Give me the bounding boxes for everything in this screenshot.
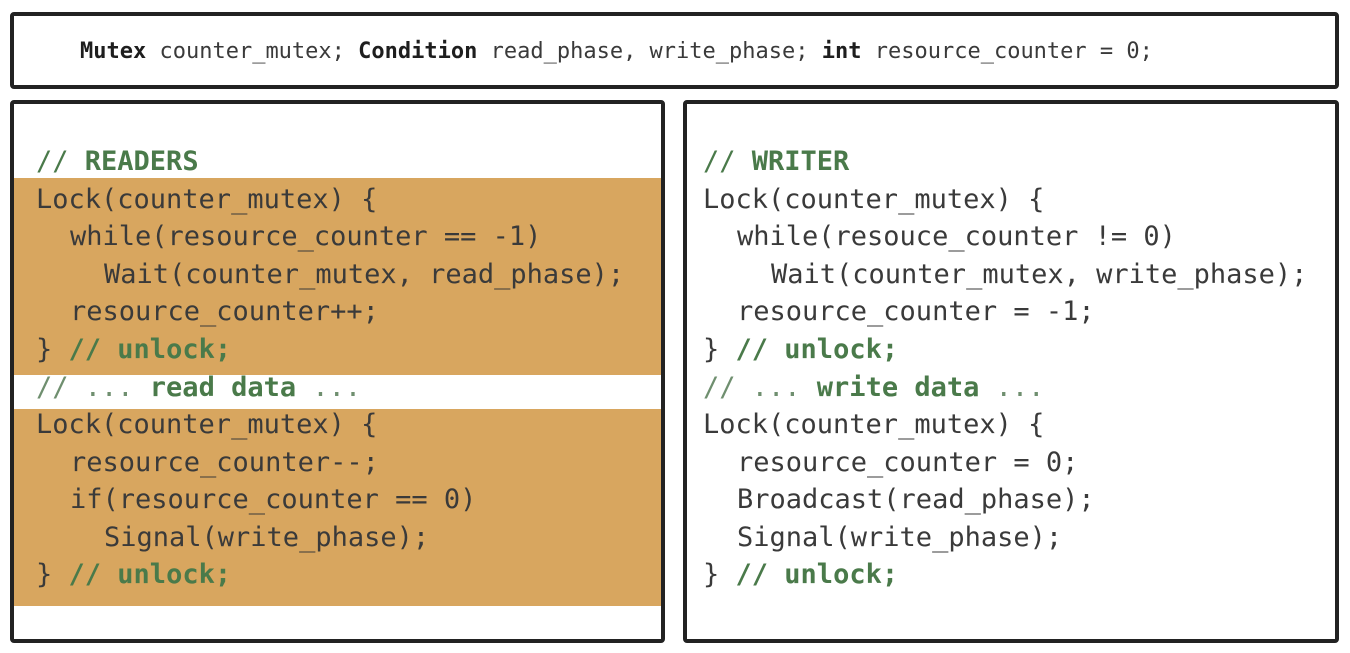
close-brace: } bbox=[703, 334, 720, 365]
unlock-comment: // unlock; bbox=[68, 334, 232, 365]
code-line: while(resource_counter == -1) bbox=[70, 221, 542, 252]
comment-prefix: // ... bbox=[703, 372, 817, 403]
code-line: Lock(counter_mutex) { bbox=[36, 184, 378, 215]
declarations-box: Mutex counter_mutex; Condition read_phas… bbox=[10, 12, 1339, 89]
write-data-comment: // ... write data ... bbox=[703, 369, 1044, 406]
mutex-declaration: counter_mutex; bbox=[146, 39, 359, 64]
unlock-comment: // unlock; bbox=[735, 334, 899, 365]
code-line: resource_counter--; bbox=[70, 447, 379, 478]
write-data-label: write data bbox=[816, 372, 980, 403]
code-line: if(resource_counter == 0) bbox=[70, 484, 477, 515]
comment-slashes: // bbox=[36, 146, 85, 177]
comment-suffix: ... bbox=[979, 372, 1045, 403]
readers-exit-highlight bbox=[14, 409, 661, 606]
comment-suffix: ... bbox=[296, 372, 362, 403]
code-line: resource_counter++; bbox=[70, 296, 379, 327]
read-data-label: read data bbox=[149, 372, 297, 403]
code-line-unlock: } // unlock; bbox=[703, 556, 898, 593]
writer-code-box: // WRITER Lock(counter_mutex) { while(re… bbox=[683, 100, 1339, 643]
unlock-comment: // unlock; bbox=[68, 559, 232, 590]
close-brace: } bbox=[703, 559, 720, 590]
code-line-unlock: } // unlock; bbox=[36, 331, 231, 368]
code-line: Signal(write_phase); bbox=[104, 522, 430, 553]
writer-title: WRITER bbox=[751, 146, 850, 177]
code-line-unlock: } // unlock; bbox=[703, 331, 898, 368]
writer-title-comment: // WRITER bbox=[703, 143, 849, 180]
code-line: Lock(counter_mutex) { bbox=[703, 184, 1045, 215]
keyword-int: int bbox=[821, 39, 862, 64]
comment-prefix: // ... bbox=[36, 372, 150, 403]
code-line: Wait(counter_mutex, read_phase); bbox=[104, 259, 625, 290]
unlock-comment: // unlock; bbox=[735, 559, 899, 590]
readers-entry-highlight bbox=[14, 178, 661, 375]
keyword-mutex: Mutex bbox=[80, 39, 147, 64]
code-line: Broadcast(read_phase); bbox=[737, 484, 1095, 515]
code-line: Lock(counter_mutex) { bbox=[703, 409, 1045, 440]
condition-declaration: read_phase, write_phase; bbox=[477, 39, 822, 64]
code-line: resource_counter = -1; bbox=[737, 296, 1095, 327]
declarations-line: Mutex counter_mutex; Condition read_phas… bbox=[80, 34, 1153, 70]
code-line: Wait(counter_mutex, write_phase); bbox=[771, 259, 1308, 290]
comment-slashes: // bbox=[703, 146, 752, 177]
code-line-unlock: } // unlock; bbox=[36, 556, 231, 593]
close-brace: } bbox=[36, 334, 53, 365]
code-line: Lock(counter_mutex) { bbox=[36, 409, 378, 440]
readers-code-box: // READERS Lock(counter_mutex) { while(r… bbox=[10, 100, 665, 643]
readers-title: READERS bbox=[84, 146, 199, 177]
keyword-condition: Condition bbox=[358, 39, 478, 64]
code-line: resource_counter = 0; bbox=[737, 447, 1079, 478]
readers-title-comment: // READERS bbox=[36, 143, 199, 180]
int-declaration: resource_counter = 0; bbox=[861, 39, 1153, 64]
code-line: Signal(write_phase); bbox=[737, 522, 1063, 553]
read-data-comment: // ... read data ... bbox=[36, 369, 361, 406]
close-brace: } bbox=[36, 559, 53, 590]
code-line: while(resouce_counter != 0) bbox=[737, 221, 1176, 252]
